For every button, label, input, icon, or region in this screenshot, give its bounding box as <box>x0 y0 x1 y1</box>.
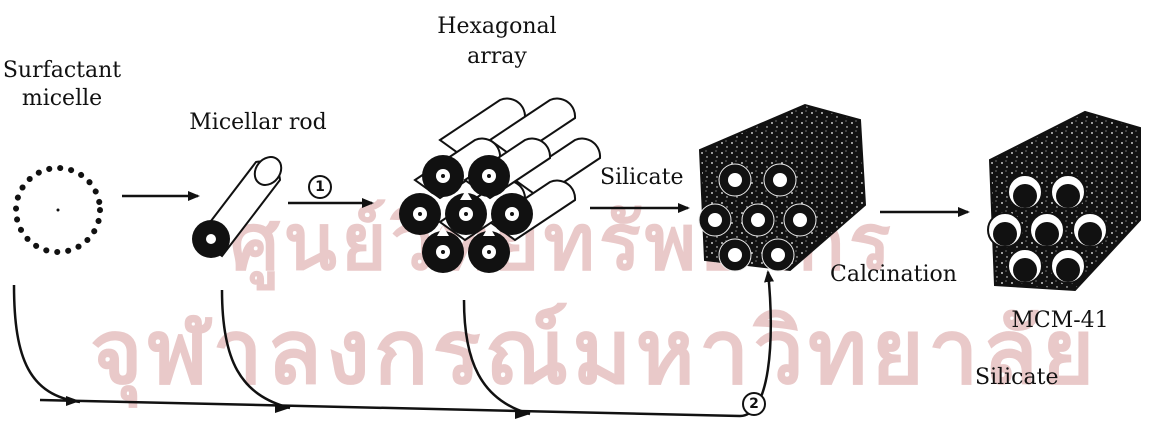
micellar-rod-shape <box>192 152 287 258</box>
baseline-to-silicate <box>40 272 771 416</box>
label-micellar-rod: Micellar rod <box>189 110 326 136</box>
label-array: array <box>467 44 527 70</box>
curve-from-rod <box>222 290 290 408</box>
hexagonal-array-shape <box>399 99 600 273</box>
route2-pathway <box>14 272 771 416</box>
label-mcm41: MCM-41 <box>1011 308 1108 334</box>
route-2-marker: 2 <box>742 392 766 416</box>
label-micelle: micelle <box>22 86 102 112</box>
label-calcination: Calcination <box>830 262 957 288</box>
surfactant-micelle-shape <box>16 168 100 252</box>
mcm41-shape <box>988 112 1140 290</box>
label-hexagonal: Hexagonal <box>437 14 556 40</box>
label-silicate-route2: Silicate <box>975 365 1058 391</box>
curve-from-micelle <box>14 285 80 402</box>
label-surfactant: Surfactant <box>3 58 121 84</box>
label-silicate-step: Silicate <box>600 165 683 191</box>
silicate-coated-array-shape <box>699 105 865 271</box>
route-1-marker: 1 <box>308 175 332 199</box>
baseline-arrowhead-1 <box>66 396 80 406</box>
curve-from-hexagonal <box>464 300 530 414</box>
